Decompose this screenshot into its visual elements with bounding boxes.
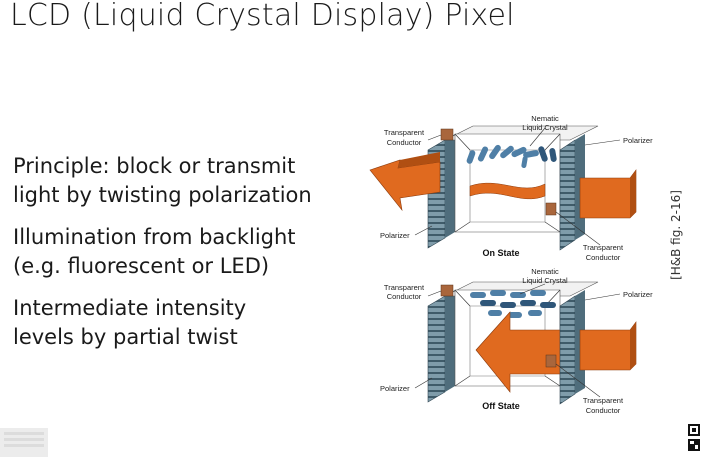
on-lead-polarizer-right [584,139,621,146]
on-twisted-light-beam [469,182,546,200]
on-label-liquid-crystal: Liquid Crystal [522,123,568,132]
off-lead-nematic [519,283,546,295]
slide-title: LCD (Liquid Crystal Display) Pixel [10,0,515,33]
off-label-transparent-bottom: Transparent [583,396,624,405]
off-label-polarizer-right: Polarizer [623,290,653,299]
on-label-polarizer-left: Polarizer [380,231,410,240]
bullet-illumination-line-2: (e.g. fluorescent or LED) [13,254,270,278]
bullet-principle-line-1: Principle: block or transmit [13,154,296,178]
on-lead-nematic [529,127,546,147]
on-conductor-bottom [545,202,557,216]
off-lead-polarizer-left [414,377,433,389]
off-state-label: Off State [482,401,520,411]
off-label-nematic: Nematic [531,267,559,276]
off-label-polarizer-left: Polarizer [380,384,410,393]
bullet-illumination: Illumination from backlight (e.g. fluore… [13,223,343,281]
on-label-transparent: Transparent [384,128,425,137]
off-lead-conductor [427,290,442,297]
on-label-nematic: Nematic [531,114,559,123]
on-lead-conductor [427,134,442,141]
off-conductor-top [440,284,454,297]
bullet-principle-line-2: light by twisting polarization [13,183,312,207]
on-label-conductor-bottom: Conductor [586,253,621,262]
bullet-list: Principle: block or transmit light by tw… [13,152,343,365]
on-label-transparent-bottom: Transparent [583,243,624,252]
bullet-intensity-line-1: Intermediate intensity [13,296,247,320]
on-liquid-crystal-molecules [466,144,557,169]
qr-code-icon [688,424,700,451]
on-lead-polarizer-left [414,225,433,236]
off-left-polarizer [427,290,455,403]
off-state-diagram: Transparent Conductor Nematic Liquid Cry… [380,267,653,415]
on-outgoing-light-arrow [579,169,637,219]
on-state-diagram: Transparent Conductor Nematic Liquid Cry… [369,114,653,262]
corner-decoration [0,428,48,457]
bullet-intensity: Intermediate intensity levels by partial… [13,294,343,352]
off-conductor-bottom [545,354,557,368]
on-label-conductor: Conductor [387,138,422,147]
on-state-label: On State [482,248,519,258]
bullet-illumination-line-1: Illumination from backlight [13,225,296,249]
bullet-principle: Principle: block or transmit light by tw… [13,152,343,210]
off-incoming-light-arrow [579,321,637,371]
off-label-liquid-crystal: Liquid Crystal [522,276,568,285]
on-label-polarizer-right: Polarizer [623,136,653,145]
off-label-transparent: Transparent [384,283,425,292]
bullet-intensity-line-2: levels by partial twist [13,325,238,349]
off-label-conductor: Conductor [387,292,422,301]
on-incoming-light-arrow [369,152,441,212]
off-label-conductor-bottom: Conductor [586,406,621,415]
on-conductor-top [440,128,454,141]
on-lead-conductor-bottom [555,211,601,246]
off-liquid-crystal-molecules [470,290,556,318]
off-lead-polarizer-right [584,293,621,301]
off-lead-conductor-bottom [555,363,601,398]
